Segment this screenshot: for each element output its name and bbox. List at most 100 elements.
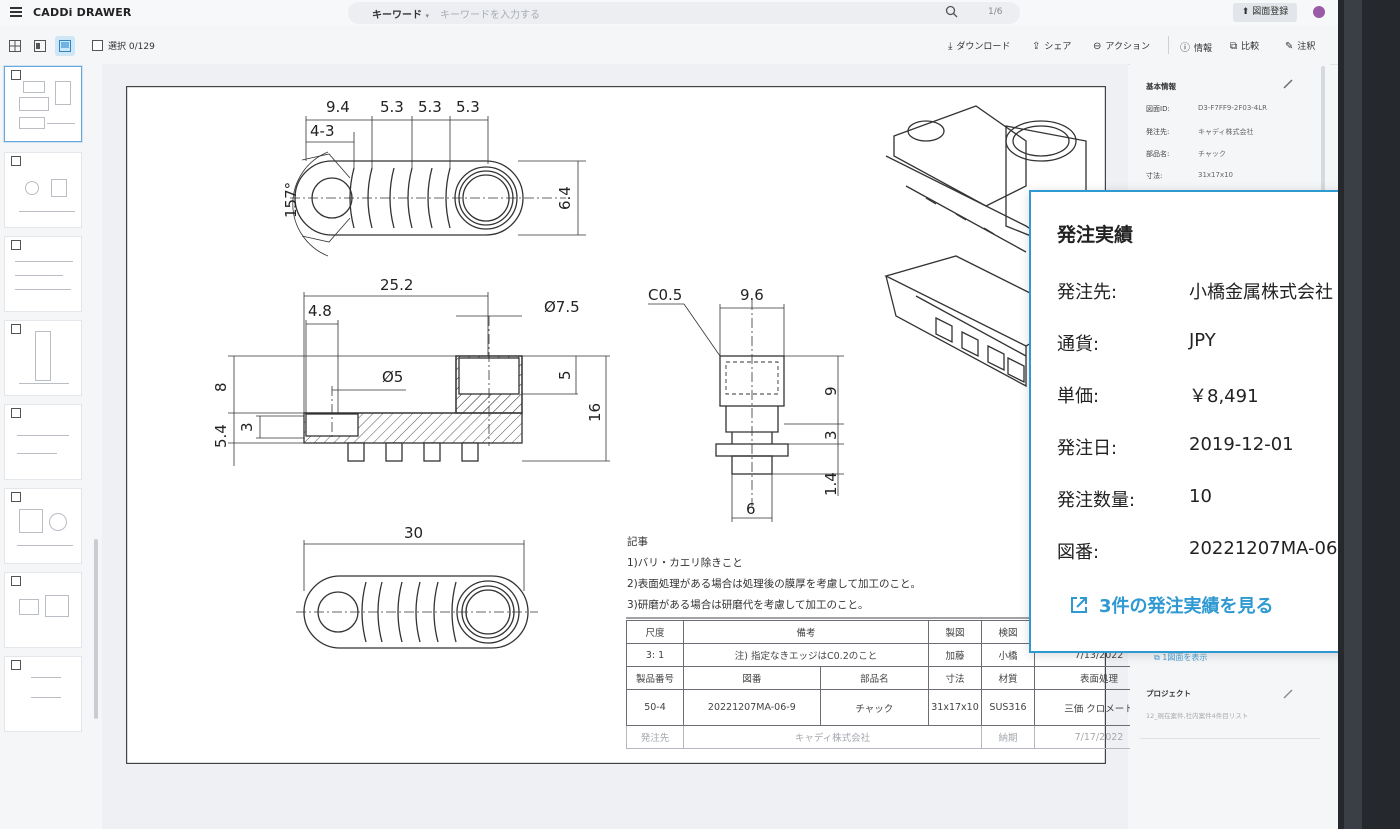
download-icon: ⤓ [948, 41, 953, 52]
thumbnail-drawing [49, 513, 67, 531]
thumbnail-drawing [19, 97, 49, 111]
register-drawing-button[interactable]: ⬆ 図面登録 [1233, 3, 1297, 22]
action-label: アクション [1105, 42, 1150, 52]
thumbnail-drawing [35, 331, 51, 381]
thumbnail-sidebar [0, 64, 102, 829]
thumbnail-drawing [17, 435, 69, 436]
table-cell: 小橋 [981, 643, 1035, 667]
show-drawing-label: 1図面を表示 [1162, 653, 1208, 662]
thumbnail-item[interactable] [4, 488, 82, 564]
thumbnail-item[interactable] [4, 66, 82, 142]
thumbnail-checkbox[interactable] [11, 324, 21, 334]
thumbnail-checkbox[interactable] [11, 576, 21, 586]
dim-6-4: 6.4 [556, 186, 574, 210]
thumbnail-checkbox[interactable] [11, 156, 21, 166]
thumbnail-scrollbar[interactable] [94, 539, 98, 719]
info-value: チャック [1198, 150, 1226, 158]
thumbnail-drawing [17, 453, 57, 454]
avatar[interactable] [1313, 6, 1325, 18]
info-label: 部品名: [1146, 150, 1170, 158]
dim-c0-5: C0.5 [648, 286, 682, 304]
order-quantity-value: 10 [1189, 486, 1212, 507]
thumbnail-checkbox[interactable] [11, 492, 21, 502]
thumbnail-checkbox[interactable] [11, 240, 21, 250]
supplier-label: 発注先: [1057, 282, 1118, 303]
dim-3-a: 3 [238, 422, 256, 432]
thumbnail-checkbox[interactable] [11, 408, 21, 418]
info-value: D3-F7FF9-2F03-4LR [1198, 104, 1268, 112]
share-label: シェア [1044, 42, 1072, 52]
pencil-icon[interactable] [1282, 688, 1294, 700]
toolbar [0, 26, 1338, 65]
detail-view-button[interactable] [55, 36, 75, 56]
annotate-button[interactable]: ✎注釈 [1285, 39, 1315, 52]
order-date-label: 発注日: [1057, 438, 1118, 459]
order-date-value: 2019-12-01 [1189, 434, 1294, 455]
thumbnail-item[interactable] [4, 152, 82, 228]
thumbnail-item[interactable] [4, 404, 82, 480]
drawing-number-label: 図番: [1057, 542, 1100, 563]
annotate-label: 注釈 [1297, 42, 1316, 52]
app-window: CADDi DRAWER キーワード ▾ キーワードを入力する 1/6 ⬆ 図面… [0, 0, 1338, 829]
order-history-popup: 発注実績 発注先: 小橋金属株式会社 通貨: JPY 単価: ￥8,491 発注… [1029, 190, 1338, 653]
menu-icon[interactable] [10, 7, 22, 17]
dim-dia-5: Ø5 [382, 368, 403, 386]
search-extra[interactable]: 1/6 [988, 7, 1003, 17]
thumbnail-drawing [45, 595, 69, 617]
dim-16: 16 [586, 403, 604, 422]
table-cell: キャディ株式会社 [683, 725, 982, 749]
top-view [290, 116, 586, 257]
list-view-button[interactable] [30, 36, 50, 56]
table-row: 50-4 20221207MA-06-9 チャック 31x17x10 SUS31… [626, 689, 1164, 726]
search-mode-select[interactable]: キーワード ▾ [372, 6, 429, 21]
unit-price-label: 単価: [1057, 386, 1100, 407]
select-all-checkbox[interactable] [92, 40, 103, 51]
thumbnail-item[interactable] [4, 572, 82, 648]
share-button[interactable]: ⇪シェア [1032, 39, 1071, 52]
top-header: CADDi DRAWER キーワード ▾ キーワードを入力する 1/6 ⬆ 図面… [0, 0, 1338, 26]
notes-title: 記事 [627, 536, 648, 548]
app-title: CADDi DRAWER [33, 6, 132, 19]
thumbnail-drawing [31, 677, 61, 678]
currency-value: JPY [1189, 330, 1216, 351]
dim-5-3-c: 5.3 [456, 98, 480, 116]
search-bar[interactable] [348, 2, 1020, 24]
show-drawing-link[interactable]: ⧉ 1図面を表示 [1154, 652, 1207, 663]
thumbnail-checkbox[interactable] [11, 70, 21, 80]
table-cell: SUS316 [981, 689, 1035, 726]
info-label: 寸法: [1146, 172, 1163, 180]
front-section-view [228, 292, 610, 466]
pencil-icon: ✎ [1285, 41, 1294, 52]
action-icon: ⊖ [1093, 41, 1102, 52]
grid-view-button[interactable] [5, 36, 25, 56]
dim-8: 8 [212, 382, 230, 392]
thumbnail-drawing [19, 383, 69, 384]
note-line: 3)研磨がある場合は研磨代を考慮して加工のこと。 [627, 599, 869, 611]
search-icon[interactable] [945, 5, 958, 18]
pencil-icon[interactable] [1282, 78, 1294, 90]
search-input[interactable]: キーワードを入力する [440, 10, 540, 21]
dim-30: 30 [404, 524, 423, 542]
bottom-view [296, 540, 538, 649]
thumbnail-drawing [17, 545, 73, 546]
download-button[interactable]: ⤓ダウンロード [948, 39, 1010, 52]
table-cell: 材質 [981, 666, 1035, 690]
download-label: ダウンロード [956, 42, 1011, 52]
list-icon [34, 40, 46, 52]
compare-icon: ⧉ [1230, 41, 1238, 52]
compare-label: 比較 [1241, 42, 1260, 52]
dim-9: 9 [822, 386, 840, 396]
info-row: 発注先: キャディ株式会社 [1146, 127, 1254, 137]
view-order-history-link[interactable]: 3件の発注実績を見る [1071, 592, 1274, 618]
dim-4-8: 4.8 [308, 302, 332, 320]
thumbnail-item[interactable] [4, 656, 82, 732]
thumbnail-checkbox[interactable] [11, 660, 21, 670]
info-value: キャディ株式会社 [1198, 128, 1254, 136]
action-button[interactable]: ⊖アクション [1093, 39, 1150, 52]
table-cell: チャック [819, 689, 930, 726]
compare-button[interactable]: ⧉比較 [1230, 39, 1259, 52]
grid-icon [9, 40, 21, 52]
thumbnail-item[interactable] [4, 236, 82, 312]
thumbnail-item[interactable] [4, 320, 82, 396]
